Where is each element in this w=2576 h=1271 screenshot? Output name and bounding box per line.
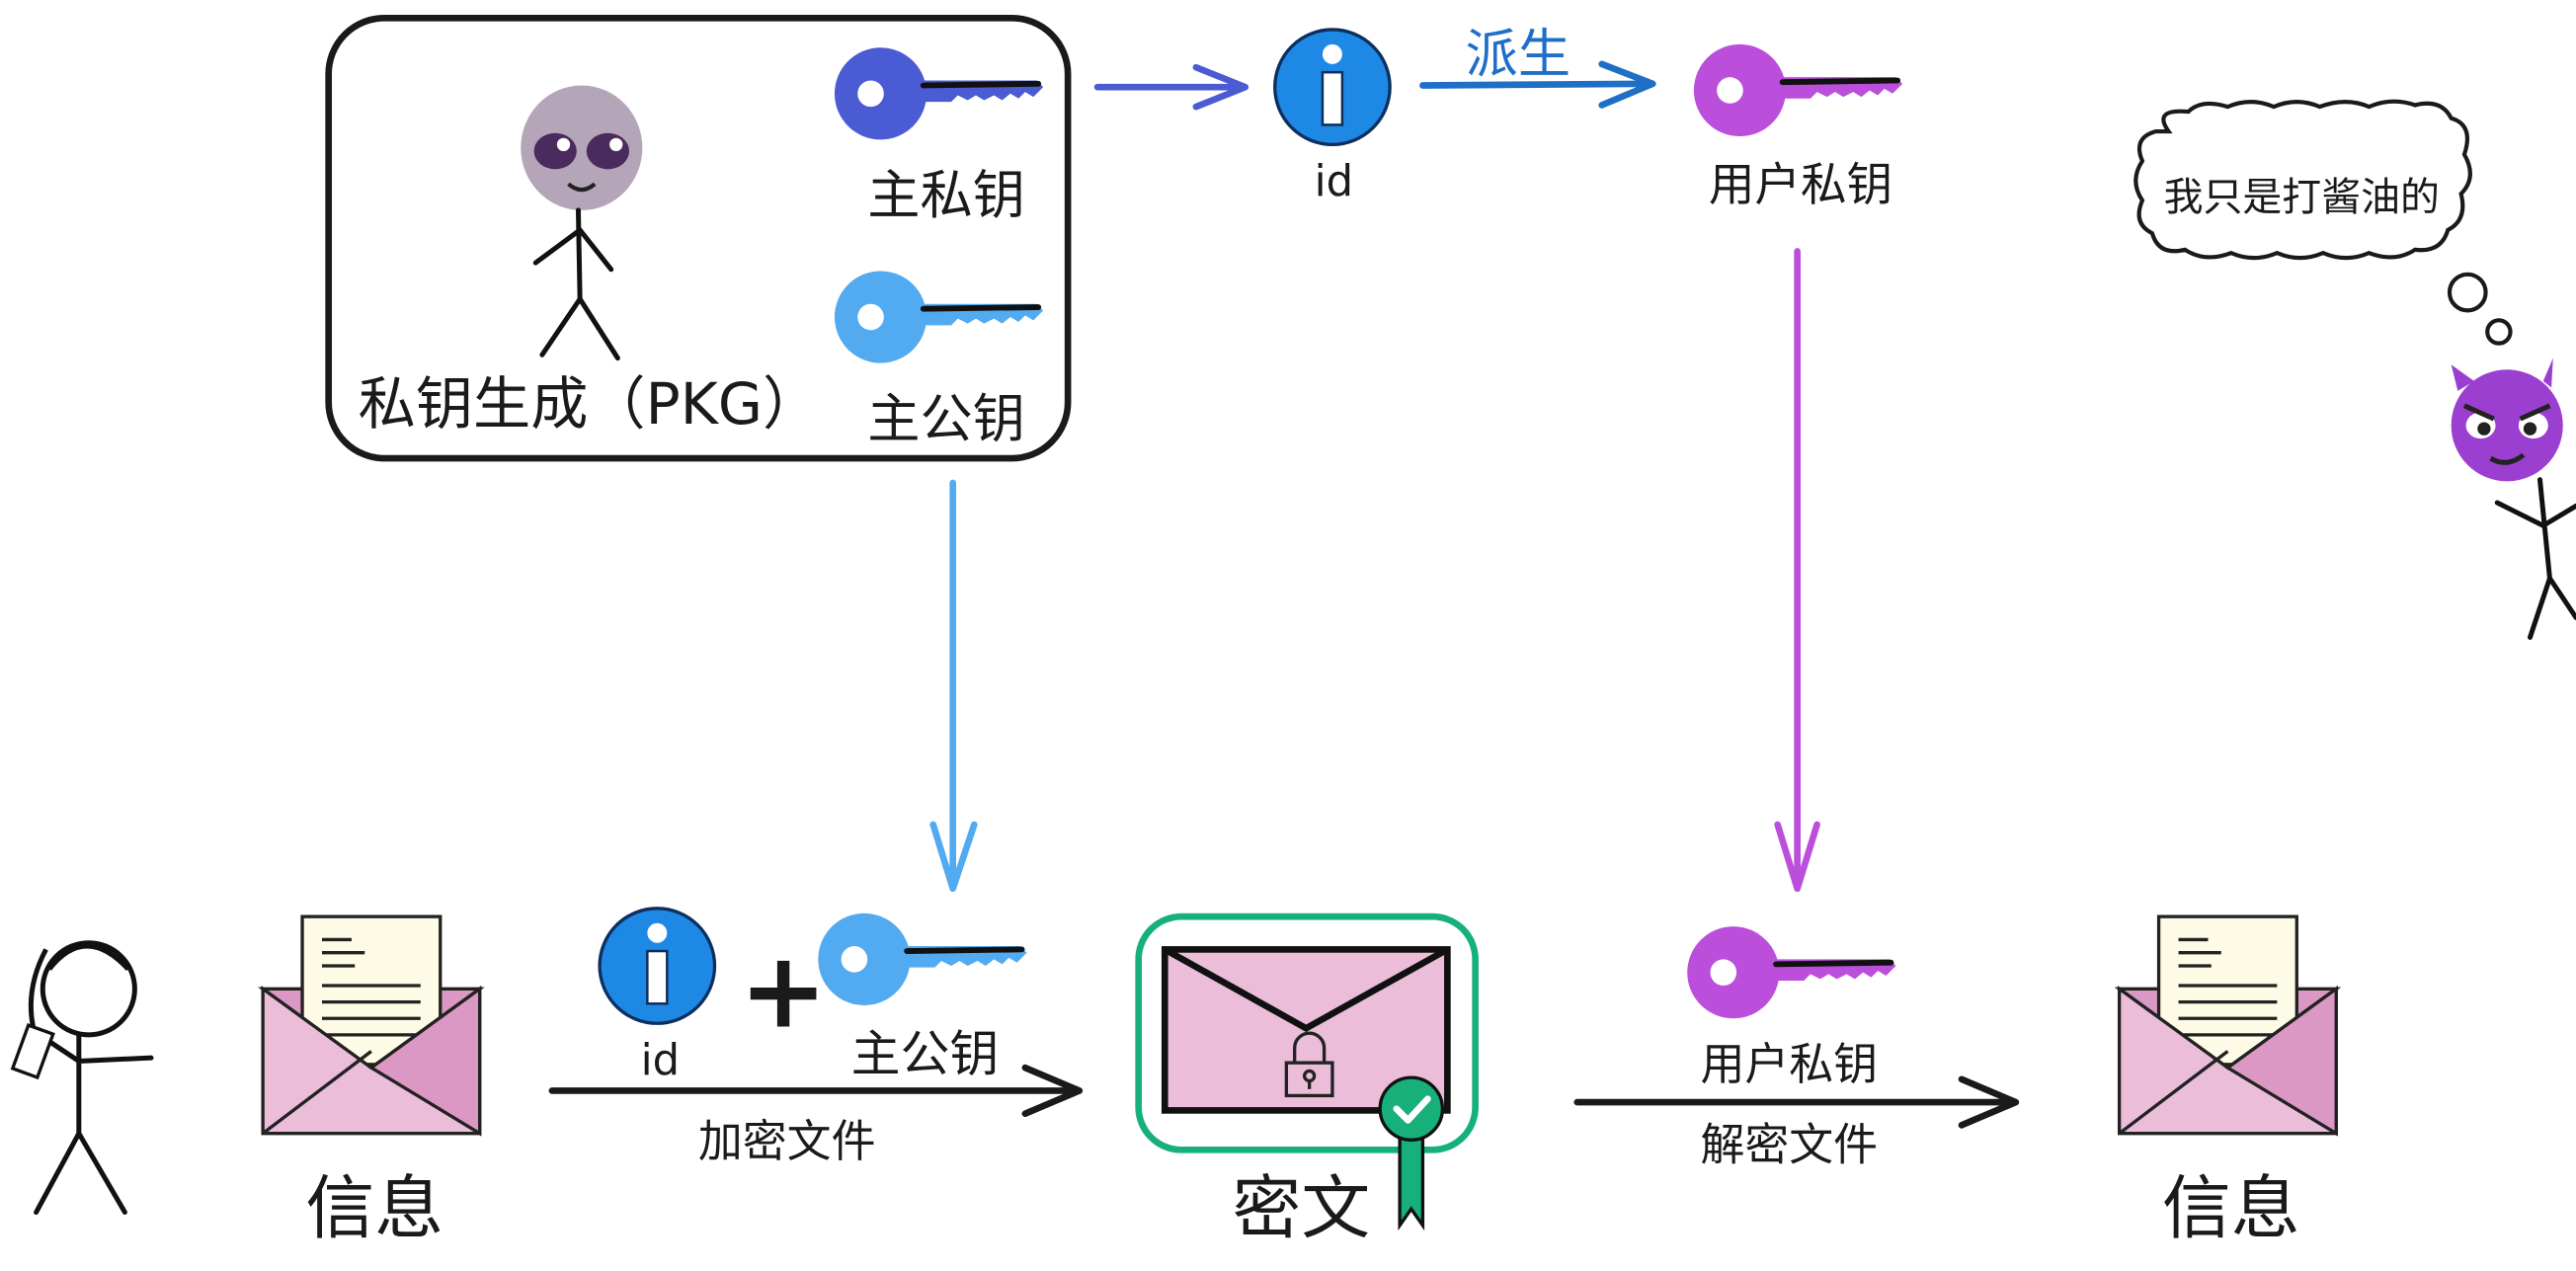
- public-key-down-arrow: [929, 479, 978, 893]
- message-envelope-icon: [258, 914, 485, 1137]
- sender-id-label: id: [641, 1036, 680, 1085]
- receiver-envelope-icon: [2114, 914, 2342, 1137]
- master-public-key-icon: [834, 271, 1044, 363]
- attacker-thought: 我只是打酱油的: [2164, 175, 2440, 220]
- pkg-title: 私钥生成（PKG）: [359, 370, 821, 437]
- encrypt-label: 加密文件: [698, 1115, 876, 1167]
- derive-label: 派生: [1466, 24, 1570, 85]
- sender-public-key-label: 主公钥: [851, 1025, 1000, 1082]
- pkg-box: [325, 14, 1072, 462]
- decrypt-arrow: [1573, 1075, 2020, 1129]
- ciphertext-label: 密文: [1232, 1168, 1370, 1248]
- user-private-key-icon: [1693, 43, 1903, 137]
- decrypt-label: 解密文件: [1701, 1118, 1879, 1170]
- sender-figure: [10, 940, 154, 1216]
- receiver-user-key-label: 用户私钥: [1701, 1038, 1879, 1090]
- sender-public-key-icon: [818, 913, 1027, 1005]
- id-info-icon: [1273, 28, 1392, 147]
- user-key-down-arrow: [1774, 248, 1820, 893]
- master-private-key-icon: [834, 47, 1044, 140]
- alien-figure: [521, 85, 643, 361]
- derive-arrow: [1419, 60, 1656, 109]
- arrow-to-id: [1093, 63, 1249, 111]
- plus-sign: +: [739, 930, 827, 1053]
- encrypt-arrow: [548, 1064, 1084, 1118]
- verified-badge-icon: [1378, 1075, 1445, 1231]
- master-private-key-label: 主私钥: [867, 165, 1025, 226]
- thought-bubble: [2133, 99, 2513, 346]
- devil-figure: [2451, 357, 2576, 640]
- master-public-key-label: 主公钥: [867, 388, 1025, 449]
- sender-message-label: 信息: [305, 1168, 443, 1248]
- lock-icon: [1284, 1031, 1334, 1098]
- sender-id-icon: [598, 907, 717, 1025]
- derive-id-label: id: [1315, 157, 1353, 206]
- receiver-user-key-icon: [1687, 926, 1896, 1019]
- receiver-message-label: 信息: [2162, 1168, 2300, 1248]
- user-private-key-label: 用户私钥: [1709, 158, 1892, 211]
